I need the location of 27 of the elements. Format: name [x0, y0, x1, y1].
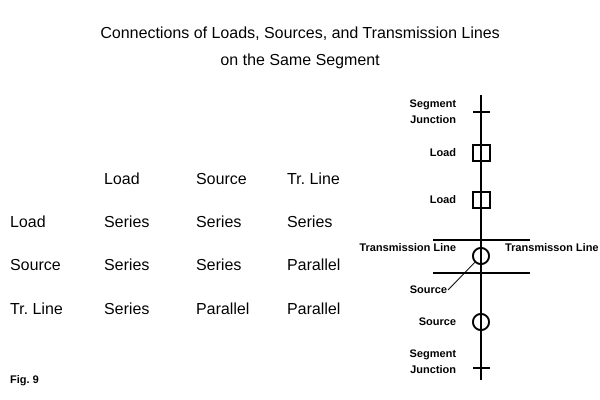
diagram-title: Connections of Loads, Sources, and Transmission Lines on the Same Segment	[99, 24, 501, 71]
table-cell: Series	[104, 256, 150, 276]
table-cell: Series	[196, 256, 242, 276]
table-cell: Series	[104, 213, 150, 233]
part-label: Transmission Line	[358, 241, 456, 256]
callout-label: Source	[387, 282, 447, 298]
leader-line	[448, 262, 476, 290]
figure-caption: Fig. 9	[10, 374, 39, 386]
part-label: Load	[428, 193, 456, 208]
column-header: Tr. Line	[287, 170, 340, 190]
row-header: Load	[10, 213, 46, 233]
table-cell: Parallel	[196, 300, 250, 320]
table-cell: Parallel	[287, 300, 340, 320]
table-cell: Series	[104, 300, 150, 320]
row-header: Tr. Line	[10, 300, 63, 320]
table-cell: Parallel	[287, 256, 340, 276]
table-cell: Series	[287, 213, 332, 233]
part-label: Source	[418, 315, 456, 330]
row-header: Source	[10, 256, 61, 276]
source-symbol	[472, 247, 490, 265]
part-label: Transmisson Line	[505, 241, 600, 256]
column-header: Load	[104, 170, 140, 190]
part-label: Load	[428, 146, 456, 161]
table-cell: Series	[196, 213, 242, 233]
column-header: Source	[196, 170, 247, 190]
part-label: Segment Junction	[408, 97, 456, 128]
part-label: Segment Junction	[408, 347, 456, 378]
